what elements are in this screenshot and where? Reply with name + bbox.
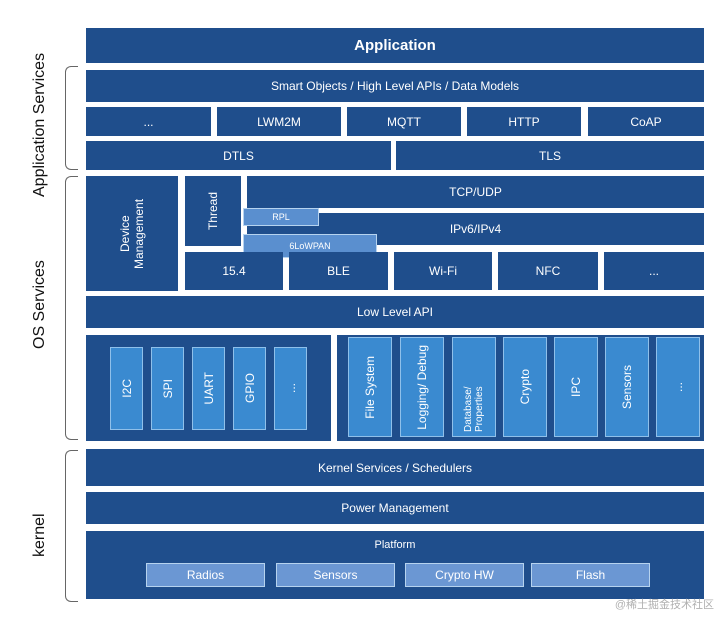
service-ellipsis: ... — [656, 337, 700, 437]
link-nfc-block: NFC — [498, 252, 598, 290]
service-sensors: Sensors — [605, 337, 649, 437]
driver-i2c: I2C — [110, 347, 143, 430]
platform-flash: Flash — [531, 563, 650, 587]
link-wifi-block: Wi-Fi — [394, 252, 492, 290]
link-15-4-block: 15.4 — [185, 252, 283, 290]
rpl-block: RPL — [243, 208, 319, 226]
os-services-bracket — [65, 176, 78, 440]
kernel-bracket — [65, 450, 78, 602]
tls-block: TLS — [396, 141, 704, 170]
lwm2m-block: LWM2M — [217, 107, 341, 136]
power-management-block: Power Management — [86, 492, 704, 524]
os-services-label: OS Services — [31, 260, 48, 350]
device-management-label: Device Management — [118, 198, 146, 269]
service-database: Database/ Properties — [452, 337, 496, 437]
coap-block: CoAP — [588, 107, 704, 136]
service-logging: Logging/ Debug — [400, 337, 444, 437]
link-ellipsis-block: ... — [604, 252, 704, 290]
driver-uart: UART — [192, 347, 225, 430]
platform-radios: Radios — [146, 563, 265, 587]
platform-label: Platform — [374, 539, 416, 551]
service-ipc: IPC — [554, 337, 598, 437]
driver-gpio: GPIO — [233, 347, 266, 430]
service-crypto: Crypto — [503, 337, 547, 437]
link-ble-block: BLE — [289, 252, 388, 290]
thread-label: Thread — [206, 191, 220, 231]
dtls-block: DTLS — [86, 141, 391, 170]
low-level-api-block: Low Level API — [86, 296, 704, 328]
application-block: Application — [86, 28, 704, 63]
tcp-udp-block: TCP/UDP — [247, 176, 704, 208]
app-services-bracket — [65, 66, 78, 170]
mqtt-block: MQTT — [347, 107, 461, 136]
driver-ellipsis: ... — [274, 347, 307, 430]
kernel-services-block: Kernel Services / Schedulers — [86, 449, 704, 486]
service-file-system: File System — [348, 337, 392, 437]
protocol-ellipsis-block: ... — [86, 107, 211, 136]
platform-sensors: Sensors — [276, 563, 395, 587]
thread-block: Thread — [185, 176, 241, 246]
driver-spi: SPI — [151, 347, 184, 430]
kernel-label: kernel — [31, 513, 48, 557]
smart-objects-block: Smart Objects / High Level APIs / Data M… — [86, 70, 704, 102]
app-services-label: Application Services — [31, 52, 48, 198]
platform-crypto-hw: Crypto HW — [405, 563, 524, 587]
http-block: HTTP — [467, 107, 581, 136]
watermark: @稀土掘金技术社区 — [614, 599, 714, 611]
device-management-block: Device Management — [86, 176, 178, 291]
